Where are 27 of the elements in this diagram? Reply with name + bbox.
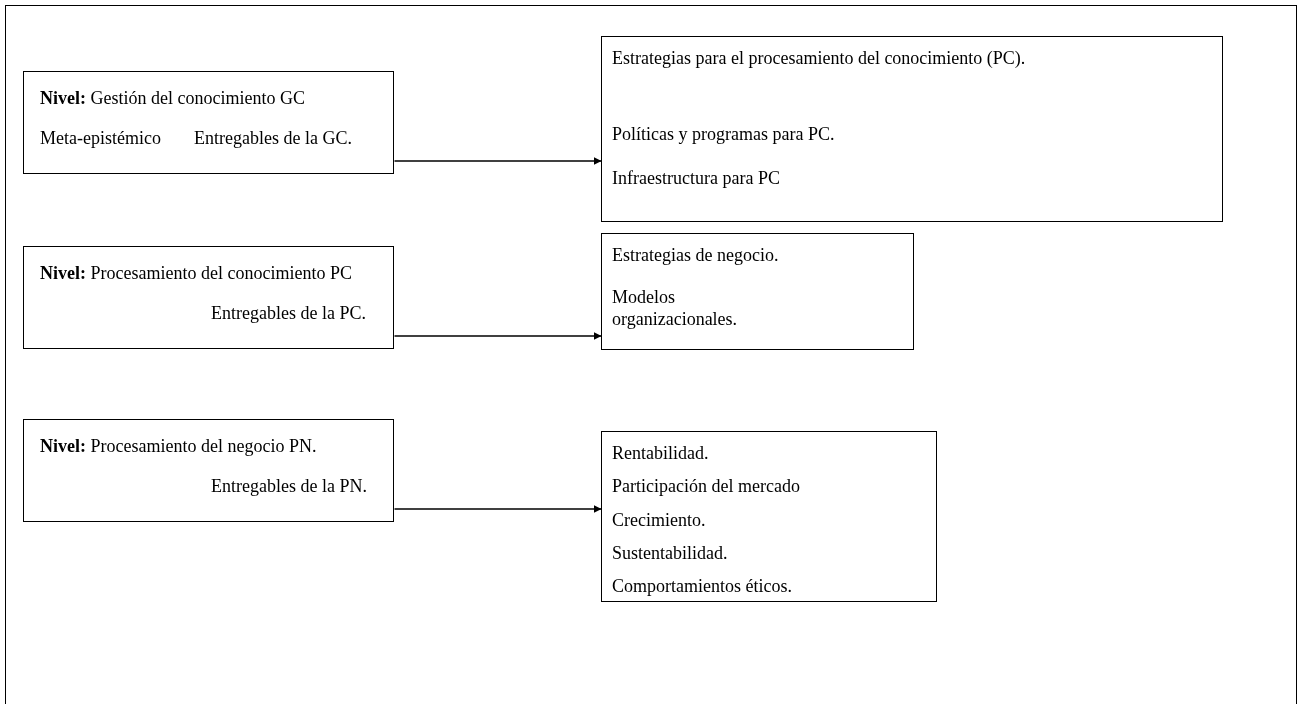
text-box [23,71,394,174]
text: Participación del mercado [612,475,800,497]
text: Modelos organizacionales. [612,286,739,330]
arrow [393,157,603,166]
text-box [23,419,394,522]
text: Nivel: Procesamiento del conocimiento PC [40,262,352,284]
text: Políticas y programas para PC. [612,123,835,145]
arrow [393,505,603,514]
text: Sustentabilidad. [612,542,728,564]
text: Nivel: Procesamiento del negocio PN. [40,435,317,457]
text: Meta-epistémico [40,127,161,149]
text-box [601,36,1223,222]
text: Infraestructura para PC [612,167,780,189]
text: Entregables de la PN. [211,475,367,497]
text-box [23,246,394,349]
text: Comportamientos éticos. [612,575,792,597]
text-box [601,431,937,602]
text-box [601,233,914,350]
text: Nivel: Gestión del conocimiento GC [40,87,305,109]
text: Entregables de la GC. [194,127,352,149]
text: Estrategias de negocio. [612,244,779,266]
text: Rentabilidad. [612,442,709,464]
text: Estrategias para el procesamiento del conocimiento (PC). [612,47,1027,69]
arrow [393,332,603,341]
text: Entregables de la PC. [211,302,366,324]
frame-box [5,5,1297,704]
text: Crecimiento. [612,509,706,531]
